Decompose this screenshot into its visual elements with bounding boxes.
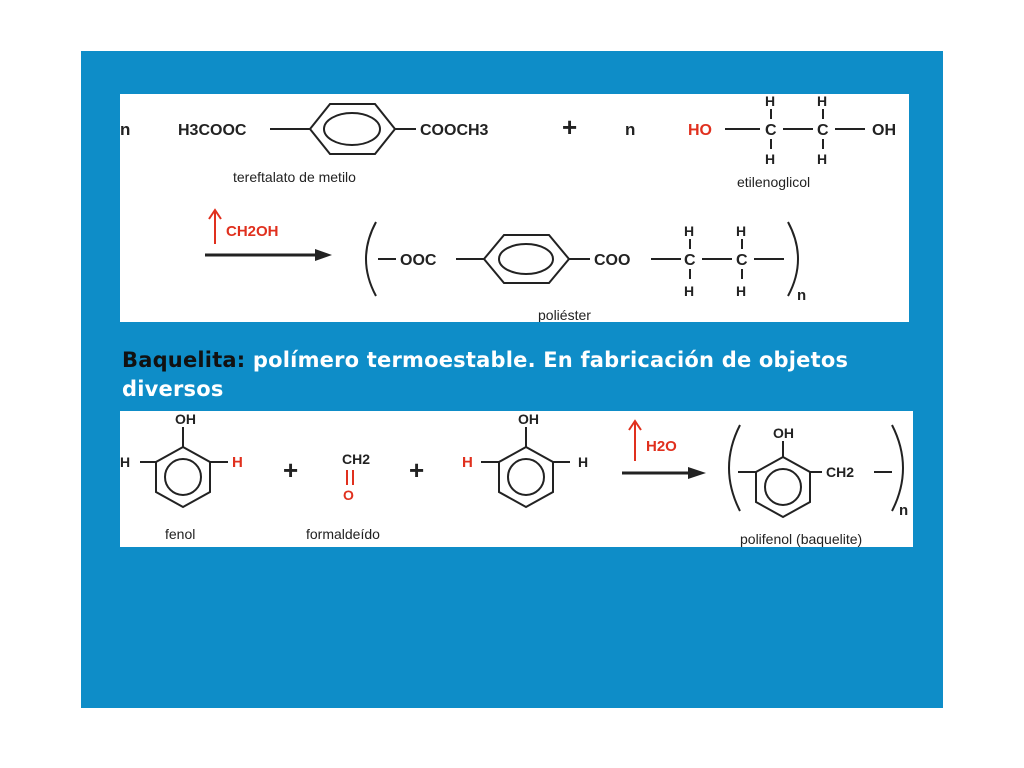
- coefficient-n-right: n: [625, 120, 635, 139]
- plus-sign-1: +: [283, 455, 298, 485]
- close-parenthesis-icon: [891, 424, 904, 512]
- polymer-subscript-n: n: [899, 502, 908, 519]
- methanol-byproduct: CH2OH: [226, 223, 279, 240]
- ester-right-group: COO: [594, 252, 630, 269]
- plus-sign: +: [562, 112, 577, 142]
- polymer-subscript-n: n: [797, 287, 806, 304]
- product-hydrogen-top-1: H: [684, 223, 694, 239]
- aromatic-circle-icon: [164, 458, 202, 496]
- bakelite-heading: Baquelita: polímero termoestable. En fab…: [122, 346, 902, 404]
- product-hydroxyl: OH: [773, 425, 794, 441]
- phenol2-hydrogen-left: H: [462, 454, 473, 471]
- aromatic-circle-icon: [764, 468, 802, 506]
- product-hydrogen-bottom-2: H: [736, 283, 746, 299]
- hydrogen-bottom-2: H: [817, 151, 827, 167]
- phenol-name: fenol: [165, 526, 195, 542]
- heading-keyword: Baquelita:: [122, 348, 246, 372]
- phenol-hydroxyl: OH: [175, 411, 196, 427]
- polyester-reaction-diagram: n H3COOC COOCH3 tereftalato de metilo + …: [120, 94, 896, 322]
- benzene-ring-icon: [482, 234, 571, 284]
- benzene-ring-icon: [308, 103, 397, 155]
- hydrogen-bottom-1: H: [765, 151, 775, 167]
- bakelite-reaction-diagram: OH H H fenol + CH2 O formaldeído + OH H …: [120, 411, 908, 547]
- heading-description: polímero termoestable. En fabricación de…: [122, 348, 849, 401]
- formaldehyde-name: formaldeído: [306, 526, 380, 542]
- product-name: poliéster: [538, 307, 591, 322]
- product-hydrogen-bottom-1: H: [684, 283, 694, 299]
- phenol2-hydroxyl: OH: [518, 411, 539, 427]
- phenol2-hydrogen-right: H: [578, 454, 588, 470]
- open-parenthesis-icon: [728, 424, 741, 512]
- hydrogen-top-1: H: [765, 94, 775, 109]
- product-name: polifenol (baquelite): [740, 531, 862, 547]
- polyester-reaction-panel: n H3COOC COOCH3 tereftalato de metilo + …: [120, 94, 909, 322]
- phenol-hydrogen-left: H: [120, 454, 130, 470]
- aromatic-circle-icon: [323, 112, 381, 146]
- hydrogen-top-2: H: [817, 94, 827, 109]
- reactant1-name: tereftalato de metilo: [233, 169, 356, 185]
- reaction-arrow-head-icon: [688, 467, 706, 479]
- carbon-2: C: [817, 122, 829, 139]
- release-arrow-head-icon: [628, 419, 642, 431]
- close-parenthesis-icon: [787, 221, 799, 297]
- bakelite-reaction-panel: OH H H fenol + CH2 O formaldeído + OH H …: [120, 411, 913, 547]
- phenol-hydrogen-right: H: [232, 454, 243, 471]
- formaldehyde-ch2: CH2: [342, 451, 370, 467]
- formaldehyde-oxygen: O: [343, 487, 354, 503]
- carbon-1: C: [765, 122, 777, 139]
- coefficient-n-left: n: [120, 120, 130, 139]
- plus-sign-2: +: [409, 455, 424, 485]
- aromatic-circle-icon: [507, 458, 545, 496]
- reactant2-name: etilenoglicol: [737, 174, 810, 190]
- hydroxyl-left: HO: [688, 122, 712, 139]
- aromatic-circle-icon: [498, 243, 554, 275]
- ester-left-group: OOC: [400, 252, 437, 269]
- release-arrow-head-icon: [208, 208, 222, 220]
- product-carbon-1: C: [684, 252, 696, 269]
- water-byproduct: H2O: [646, 438, 677, 455]
- product-carbon-2: C: [736, 252, 748, 269]
- open-parenthesis-icon: [365, 221, 377, 297]
- methyl-ester-left-group: H3COOC: [178, 122, 247, 139]
- hydroxyl-right: OH: [872, 122, 896, 139]
- methyl-ester-right-group: COOCH3: [420, 122, 489, 139]
- reaction-arrow-head-icon: [315, 249, 332, 261]
- product-hydrogen-top-2: H: [736, 223, 746, 239]
- product-ch2: CH2: [826, 464, 854, 480]
